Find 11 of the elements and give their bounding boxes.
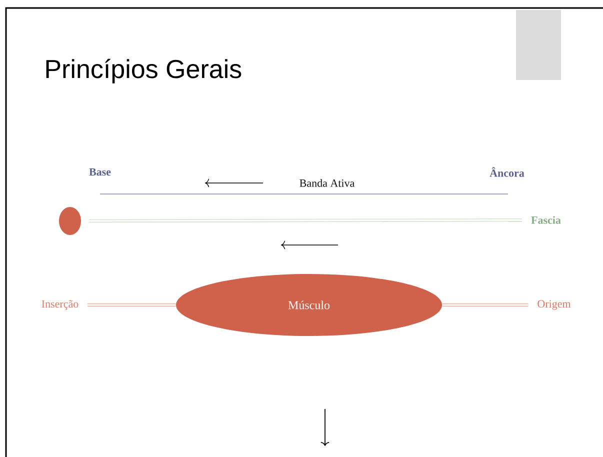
- title: Princípios Gerais: [46, 58, 242, 84]
- double-line: [89, 218, 522, 223]
- text-label: Base: [89, 168, 111, 176]
- double-line: [88, 303, 176, 307]
- end-label: Origem: [538, 300, 571, 310]
- text-label: Banda Ativa: [300, 179, 354, 187]
- double-line: [442, 303, 528, 307]
- dot-shape: [59, 207, 81, 235]
- text-label: Âncora: [490, 167, 524, 177]
- end-label: Inserção: [42, 300, 78, 310]
- end-label: Fascia: [531, 216, 561, 224]
